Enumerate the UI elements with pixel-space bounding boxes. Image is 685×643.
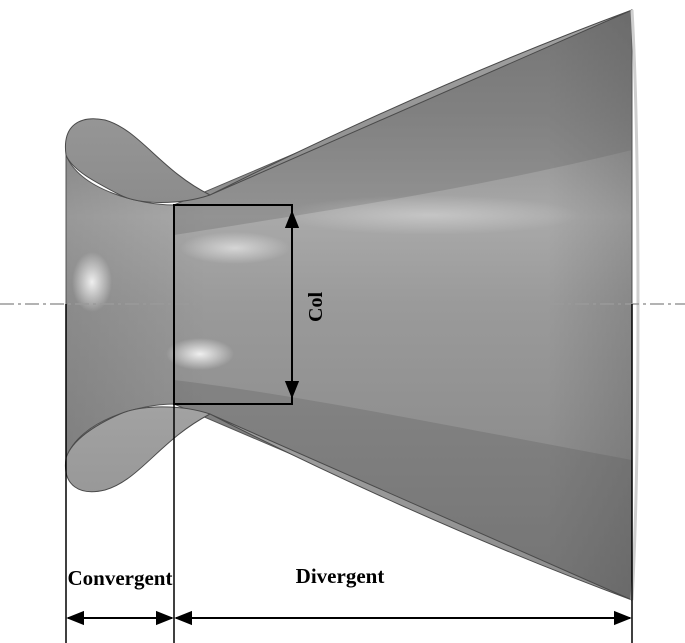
convergent-label: Convergent [68, 566, 173, 590]
upper-lip [64, 9, 633, 203]
lower-shading [174, 380, 632, 600]
throat-shading [174, 10, 632, 235]
divergent-label: Divergent [296, 564, 385, 588]
highlight-mid [280, 195, 580, 235]
highlight-lower [166, 338, 234, 370]
throat-label: Col [305, 292, 327, 322]
highlight-left [72, 252, 112, 312]
outlet-rim [630, 9, 640, 601]
nozzle-side-shading [66, 10, 632, 600]
lower-lip [64, 406, 633, 601]
highlight-upper [180, 232, 290, 264]
